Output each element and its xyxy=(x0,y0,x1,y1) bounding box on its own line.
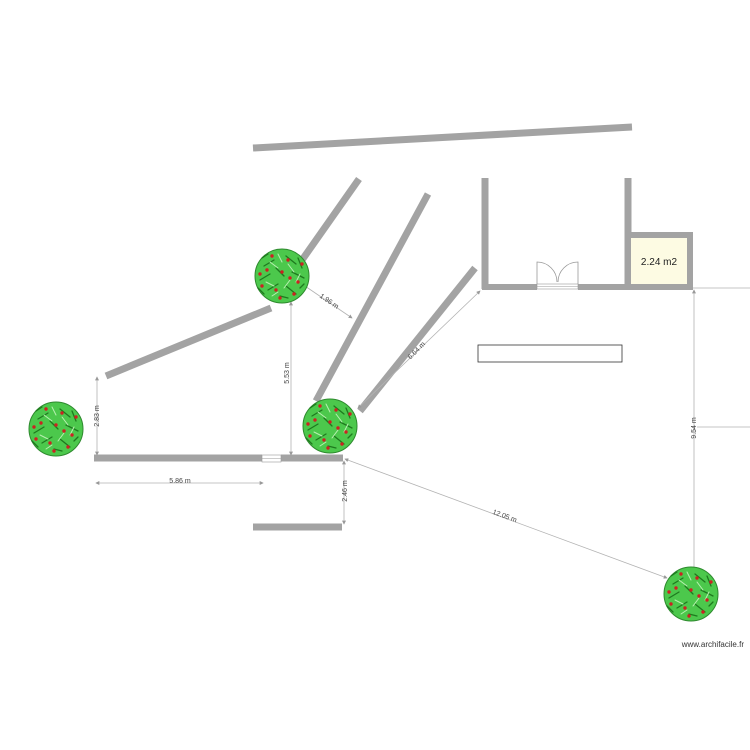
tree-icon[interactable] xyxy=(254,248,310,304)
wall-opening[interactable] xyxy=(261,454,282,463)
room[interactable] xyxy=(631,238,687,284)
walls xyxy=(94,123,693,531)
trees xyxy=(28,248,719,622)
double-door[interactable] xyxy=(536,261,579,290)
dimension-label-7: 12.05 m xyxy=(491,509,517,524)
dimension-label-2: 5.53 m xyxy=(284,362,291,384)
dimension-label-3: 2.83 m xyxy=(94,405,101,427)
room-area-label: 2.24 m2 xyxy=(641,257,678,268)
left-slanted-wall xyxy=(104,304,273,380)
dimensions: 1.96 m 5.53 m 2.83 m 5.86 m 6.64 m 2.46 … xyxy=(94,283,698,579)
top-wall xyxy=(252,123,633,152)
tree-icon[interactable] xyxy=(663,566,719,622)
dimension-label-6: 2.46 m xyxy=(342,480,349,502)
dimension-line-5 xyxy=(357,290,481,409)
counter[interactable] xyxy=(477,344,623,363)
diagonal-wall-a xyxy=(292,176,362,273)
credit-text: www.archifacile.fr xyxy=(681,640,744,649)
dimension-label-4: 5.86 m xyxy=(169,478,191,485)
tree-icon[interactable] xyxy=(302,398,358,454)
dimension-line-1 xyxy=(301,283,353,319)
dimension-label-1: 1.96 m xyxy=(318,293,340,311)
dimension-label-8: 9.54 m xyxy=(691,417,698,439)
dimension-line-7 xyxy=(344,458,668,579)
tree-icon[interactable] xyxy=(28,401,84,457)
diagonal-wall-b xyxy=(312,192,432,403)
